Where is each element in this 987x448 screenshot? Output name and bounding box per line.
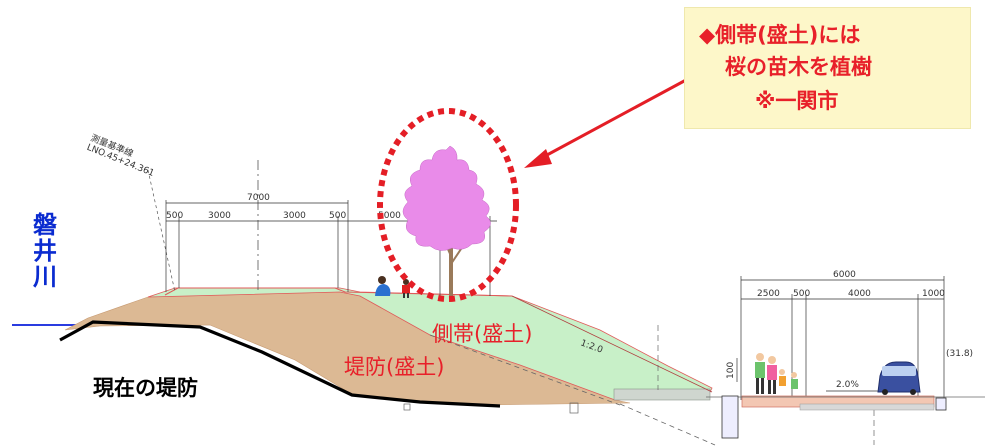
top-surface-line: [164, 287, 513, 297]
dim-right-part-1: 2500: [757, 289, 780, 299]
curb-box: [935, 397, 947, 411]
river-char-3: 川: [33, 263, 57, 291]
cherry-tree-icon: [402, 145, 491, 300]
river-label: 磐 井 川: [30, 212, 60, 290]
survey-leader: [147, 169, 176, 293]
dim-left-part-3: 3000: [283, 211, 306, 221]
dim-right-total: 6000: [833, 270, 856, 280]
annotation-box: ◆側帯(盛土)には 桜の苗木を植樹 ※一関市: [684, 7, 971, 129]
side-belt-label: 側帯(盛土): [432, 322, 533, 346]
dim-right-part-2: 500: [793, 289, 810, 299]
gravel-strip: [613, 388, 711, 401]
river-char-2: 井: [33, 237, 57, 265]
slope-dash-1: [429, 334, 621, 406]
road-base-shadow: [799, 403, 935, 411]
embankment-label: 堤防(盛土): [344, 355, 445, 379]
elevation-note: (31.8): [946, 349, 973, 359]
footing-mark: [403, 403, 411, 411]
current-levee-label: 現在の堤防: [93, 376, 198, 400]
dim-left-part-2: 3000: [208, 211, 231, 221]
dim-left-part-1: 500: [166, 211, 183, 221]
dim-mid-part-1: 5000: [378, 211, 401, 221]
small-height-label: 100: [726, 362, 736, 379]
dim-right-part-3: 4000: [848, 289, 871, 299]
dim-right-part-4: 1000: [922, 289, 945, 299]
highlight-ellipse: [377, 108, 519, 302]
slope-solid: [511, 295, 713, 393]
dim-left-part-4: 500: [329, 211, 346, 221]
survey-line-label: 測量基準線 LNO.45+24.361: [85, 132, 160, 179]
annotation-line-2: 桜の苗木を植樹: [725, 55, 872, 79]
side-belt-fill: [147, 287, 713, 401]
annotation-line-3: ※一関市: [755, 89, 839, 113]
footing-mark: [569, 402, 579, 414]
callout-arrowhead: [524, 149, 552, 168]
people-icon: [375, 276, 410, 298]
callout-arrow: [533, 78, 687, 164]
river-char-1: 磐: [33, 211, 57, 239]
slope-dash-2: [619, 403, 716, 446]
dim-left-total: 7000: [247, 193, 270, 203]
current-levee-line: [59, 320, 501, 408]
car-icon: [877, 361, 921, 395]
annotation-line-1: ◆側帯(盛土)には: [699, 23, 861, 47]
drain-box: [721, 395, 739, 439]
family-icon: [755, 353, 798, 394]
grade-label: 2.0%: [836, 380, 859, 390]
